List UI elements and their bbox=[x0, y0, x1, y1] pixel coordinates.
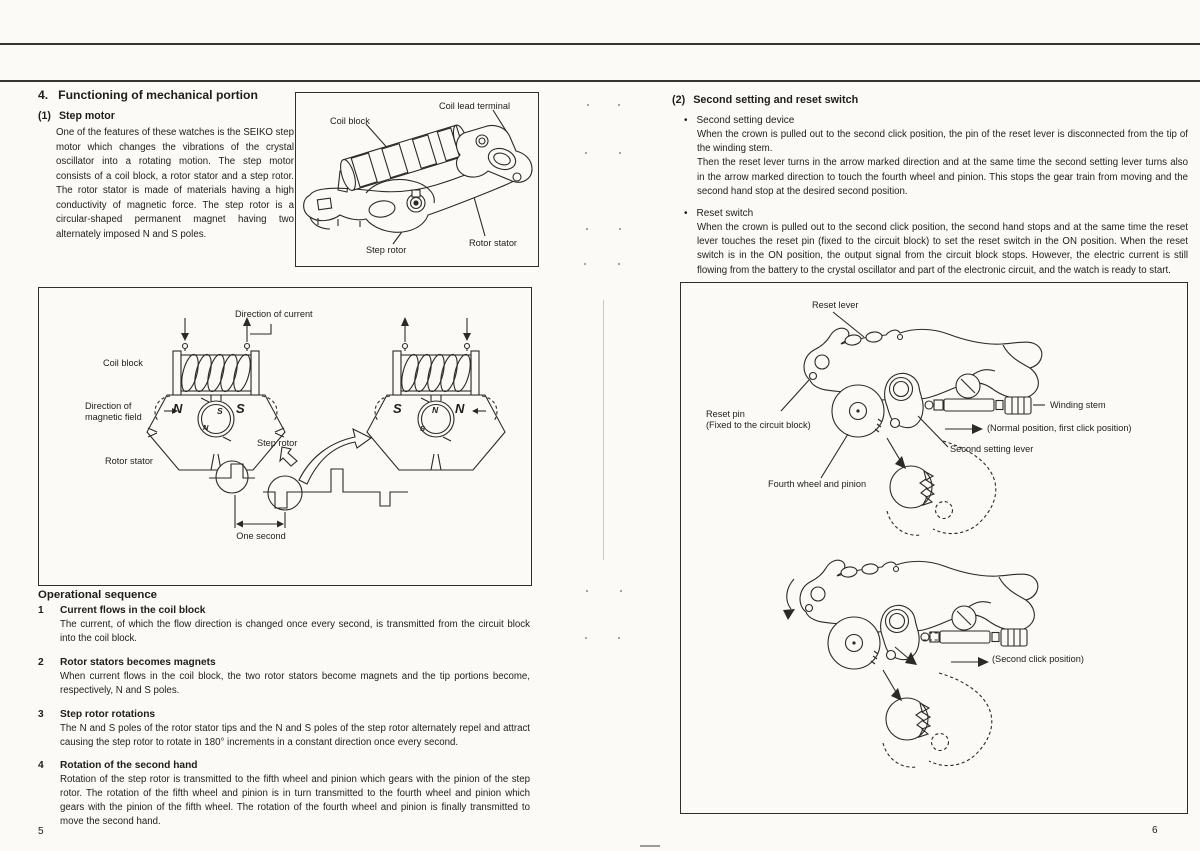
gutter-mark bbox=[585, 152, 587, 154]
step-motor-heading: (1) Step motor bbox=[38, 110, 115, 122]
fourth-wheel-and-pinion-label: Fourth wheel and pinion bbox=[768, 479, 867, 489]
left-stator-pole-s: S bbox=[236, 401, 245, 416]
list-item: 3 Step rotor rotations The N and S poles… bbox=[38, 709, 530, 750]
winding-stem-label: Winding stem bbox=[1050, 400, 1106, 410]
item-number: 2 bbox=[38, 656, 44, 668]
one-second-label: One second bbox=[236, 531, 286, 541]
item-number: 3 bbox=[38, 708, 44, 720]
reset-lever-label: Reset lever bbox=[812, 300, 859, 310]
gutter-mark bbox=[586, 228, 588, 230]
list-item: 4 Rotation of the second hand Rotation o… bbox=[38, 760, 530, 829]
direction-of-magnetic-field-label: Direction of magnetic field bbox=[85, 401, 142, 423]
gutter-mark bbox=[584, 263, 586, 265]
reset-pin-line1: Reset pin bbox=[706, 409, 745, 419]
item-number: 1 bbox=[38, 605, 44, 616]
section-number: 4. bbox=[38, 88, 49, 102]
paragraph: Then the reset lever turns in the arrow … bbox=[697, 157, 1188, 197]
item-body: Rotation of the step rotor is transmitte… bbox=[60, 774, 530, 828]
bullet-title: Reset switch bbox=[696, 208, 754, 220]
item-body: The N and S poles of the rotor stator ti… bbox=[60, 722, 530, 748]
step-rotor-label: Step rotor bbox=[366, 245, 407, 255]
page-number-right: 6 bbox=[1152, 825, 1158, 836]
bullet-title: Second setting device bbox=[696, 115, 795, 126]
bullet-icon: • bbox=[684, 208, 688, 220]
gutter-mark bbox=[618, 104, 620, 106]
assembly-diagram-art bbox=[303, 109, 533, 245]
mechanism-diagram-art bbox=[780, 311, 1045, 768]
step-motor-number: (1) bbox=[38, 110, 51, 122]
mechanism-diagram: Reset lever Reset pin (Fixed to the circ… bbox=[680, 282, 1188, 814]
scan-artifact bbox=[640, 845, 660, 847]
reset-pin-label: Reset pin (Fixed to the circuit block) bbox=[706, 409, 811, 431]
section-number: (2) bbox=[672, 94, 686, 106]
coil-block-label: Coil block bbox=[103, 358, 143, 368]
coil-lead-terminal-label: Coil lead terminal bbox=[439, 101, 510, 111]
paragraph: When the crown is pulled out to the seco… bbox=[697, 222, 1188, 276]
operational-sequence-heading: Operational sequence bbox=[38, 589, 158, 601]
direction-of-current-label: Direction of current bbox=[235, 309, 313, 319]
left-stator-pole-n: N bbox=[173, 401, 183, 416]
item-title: Step rotor rotations bbox=[60, 708, 156, 720]
operation-diagram: Direction of current Coil block Directio… bbox=[38, 287, 532, 586]
normal-position-label: (Normal position, first click position) bbox=[987, 423, 1132, 433]
list-item: 1 Current flows in the coil block The cu… bbox=[38, 605, 530, 646]
second-click-position-label: (Second click position) bbox=[992, 654, 1084, 664]
section-title: Second setting and reset switch bbox=[693, 94, 859, 106]
top-rule-1 bbox=[0, 43, 1200, 45]
operational-sequence: Operational sequence 1 Current flows in … bbox=[38, 589, 530, 840]
left-rotor-pole-s: S bbox=[217, 406, 223, 416]
list-item: 2 Rotor stators becomes magnets When cur… bbox=[38, 657, 530, 698]
gutter-mark bbox=[619, 228, 621, 230]
item-body: When current flows in the coil block, th… bbox=[60, 670, 530, 696]
assembly-diagram: Coil lead terminal Coil block Step rotor… bbox=[295, 92, 539, 267]
bullet-row: • Second setting device bbox=[684, 115, 1189, 126]
page-number-left: 5 bbox=[38, 826, 44, 837]
bullet-row: • Reset switch bbox=[684, 208, 1189, 219]
right-stator-pole-n: N bbox=[455, 401, 465, 416]
top-rule-2 bbox=[0, 80, 1200, 82]
right-rotor-pole-n: N bbox=[432, 405, 439, 415]
gutter-fold-line bbox=[603, 300, 604, 560]
operation-diagram-art bbox=[146, 317, 506, 528]
gutter-mark bbox=[618, 637, 620, 639]
section-heading: (2) Second setting and reset switch bbox=[672, 94, 1189, 106]
item-title: Rotor stators becomes magnets bbox=[60, 656, 216, 668]
right-stator-pole-s: S bbox=[393, 401, 402, 416]
item-title: Current flows in the coil block bbox=[60, 605, 206, 616]
step-rotor-label: Step rotor bbox=[257, 438, 298, 448]
rotor-stator-label: Rotor stator bbox=[469, 238, 517, 248]
gutter-mark bbox=[586, 590, 588, 592]
left-rotor-pole-n: N bbox=[203, 423, 209, 432]
gutter-mark bbox=[585, 637, 587, 639]
item-number: 4 bbox=[38, 760, 44, 772]
item-body: The current, of which the flow direction… bbox=[60, 619, 530, 644]
item-title: Rotation of the second hand bbox=[60, 760, 198, 772]
coil-block-label: Coil block bbox=[330, 116, 370, 126]
section-heading: 4. Functioning of mechanical portion bbox=[38, 88, 258, 102]
rotor-stator-label: Rotor stator bbox=[105, 456, 153, 466]
second-setting-lever-label: Second setting lever bbox=[950, 444, 1034, 454]
step-motor-title: Step motor bbox=[58, 110, 115, 122]
gutter-mark bbox=[618, 263, 620, 265]
gutter-mark bbox=[587, 104, 589, 106]
gutter-mark bbox=[619, 152, 621, 154]
reset-pin-line2: (Fixed to the circuit block) bbox=[706, 420, 811, 430]
step-motor-paragraph: One of the features of these watches is … bbox=[56, 127, 294, 240]
gutter-mark bbox=[620, 590, 622, 592]
paragraph: When the crown is pulled out to the seco… bbox=[697, 129, 1188, 155]
dmf-line2: magnetic field bbox=[85, 412, 142, 422]
right-page-text: (2) Second setting and reset switch • Se… bbox=[672, 94, 1189, 278]
dmf-line1: Direction of bbox=[85, 401, 132, 411]
right-rotor-pole-s: S bbox=[420, 424, 426, 433]
section-title: Functioning of mechanical portion bbox=[58, 88, 258, 102]
bullet-icon: • bbox=[684, 115, 688, 126]
